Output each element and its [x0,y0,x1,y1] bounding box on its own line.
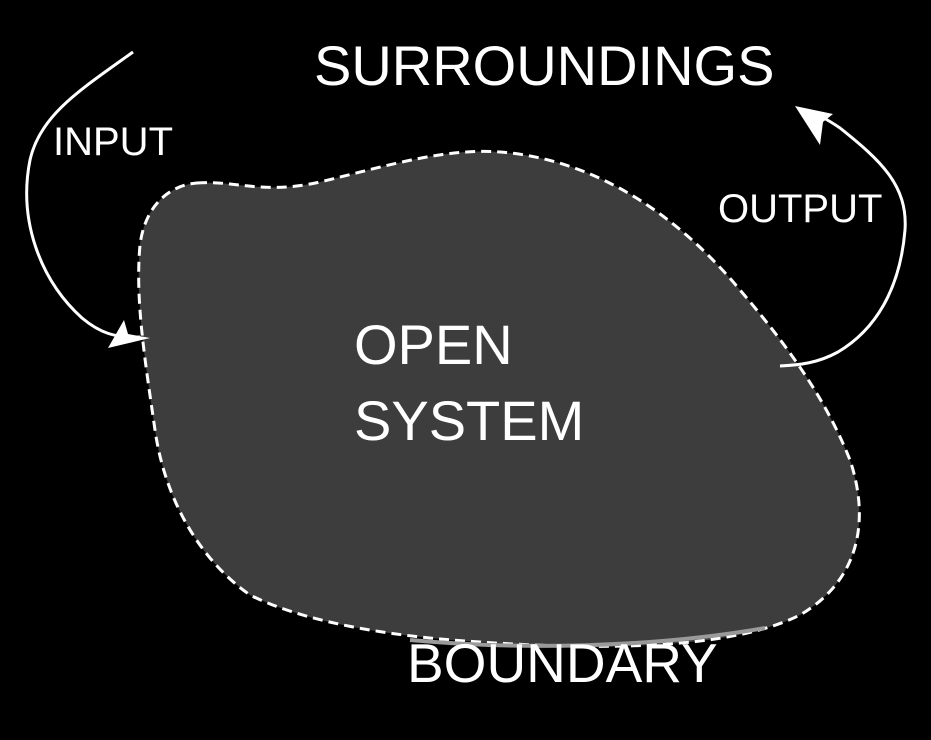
output-label: OUTPUT [718,187,882,231]
input-arrow [25,50,141,339]
output-arrow [779,111,907,368]
surroundings-label: SURROUNDINGS [314,34,774,97]
system-label-line1: OPEN [354,313,513,376]
input-label: INPUT [53,120,173,164]
input-arrowhead-icon [108,320,150,348]
output-arrowhead-icon [795,106,833,145]
boundary-highlight [409,626,766,648]
open-system-region [137,149,861,648]
system-label-line2: SYSTEM [354,389,584,452]
boundary-label: BOUNDARY [407,632,718,694]
